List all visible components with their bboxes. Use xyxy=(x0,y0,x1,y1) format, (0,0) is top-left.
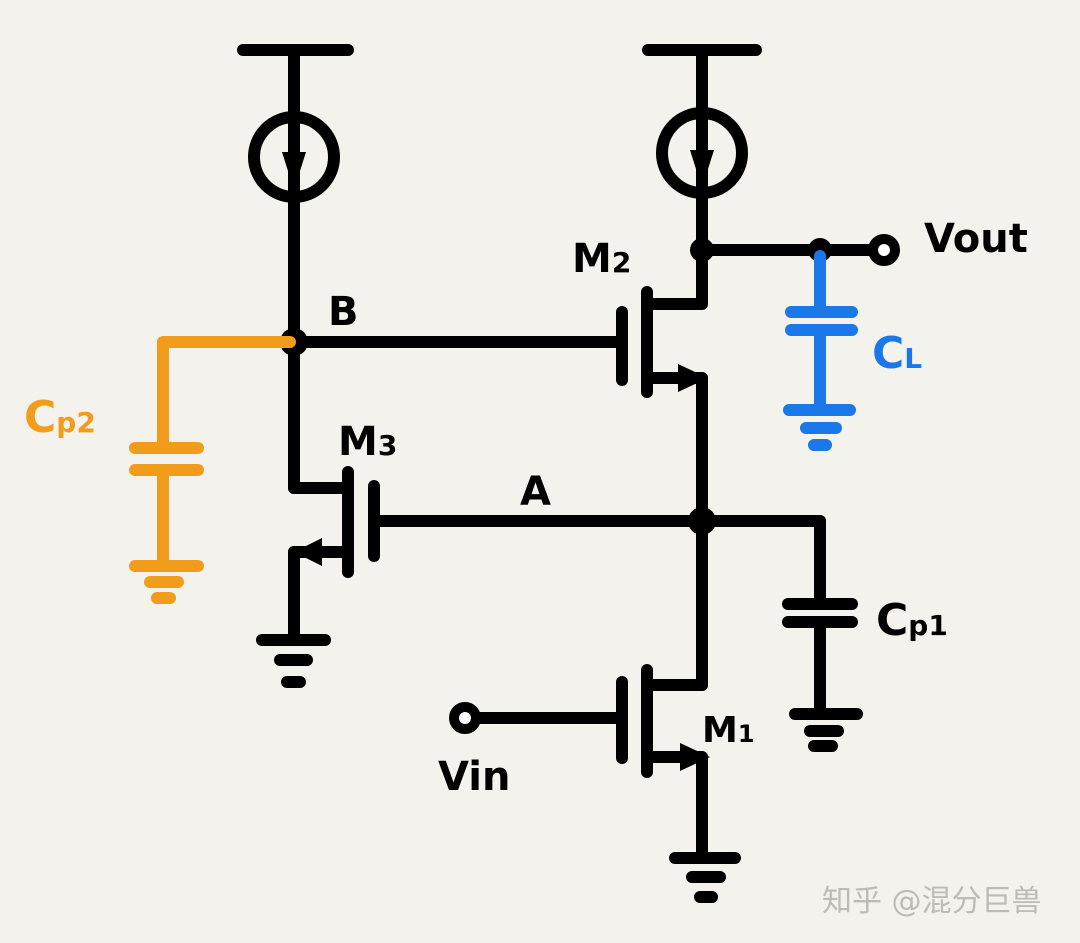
watermark: 知乎 @混分巨兽 xyxy=(822,884,1042,919)
ground-m1 xyxy=(669,852,741,903)
vout-label: Vout xyxy=(924,216,1028,262)
ground-m3 xyxy=(256,634,331,688)
vout-terminal xyxy=(868,234,900,266)
m3-label: M3 xyxy=(338,419,397,465)
m1-source-arrow-icon xyxy=(680,743,710,771)
m1-label: M1 xyxy=(702,710,755,751)
capacitor-cp2 xyxy=(129,336,296,604)
cp1-label: Cp1 xyxy=(876,595,948,646)
vin-label: Vin xyxy=(438,754,510,800)
cl-label: CL xyxy=(872,328,922,379)
current-arrow-icon xyxy=(690,150,714,188)
current-source-right xyxy=(656,44,748,200)
m2-label: M2 xyxy=(572,236,631,282)
current-source-left xyxy=(248,44,340,204)
transistor-m3 xyxy=(288,466,380,646)
node-a-label: A xyxy=(520,469,551,515)
transistor-m1 xyxy=(460,515,710,864)
capacitor-cl xyxy=(783,250,858,451)
node-b-label: B xyxy=(328,289,359,335)
m3-source-arrow-icon xyxy=(294,538,322,566)
m2-source-arrow-icon xyxy=(678,364,708,392)
current-arrow-icon xyxy=(282,152,306,190)
vin-terminal xyxy=(449,702,481,734)
capacitor-cp1 xyxy=(782,515,863,752)
cp2-label: Cp2 xyxy=(24,392,96,443)
wire-right-top xyxy=(696,188,878,306)
transistor-m2 xyxy=(616,244,708,527)
